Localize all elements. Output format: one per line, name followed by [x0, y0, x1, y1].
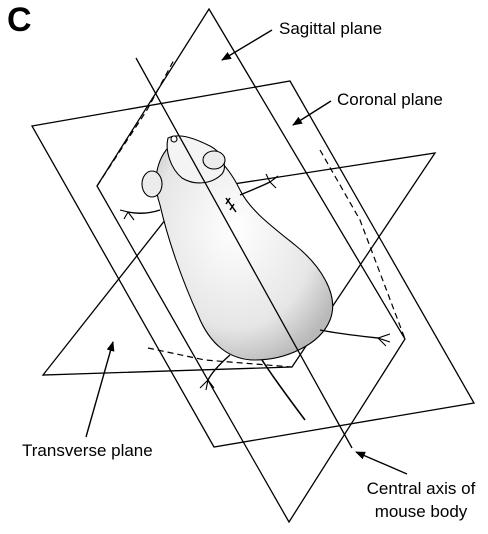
central-axis-line [135, 57, 353, 449]
transverse-plane-label: Transverse plane [22, 441, 153, 460]
coronal-arrow [292, 100, 332, 126]
sagittal-plane-label: Sagittal plane [279, 19, 383, 38]
sagittal-plane [96, 7, 406, 524]
central-axis-label-line1: Central axis of [366, 479, 476, 498]
transverse-arrow [85, 341, 115, 438]
central-axis-label: Central axis of mouse body [356, 477, 486, 523]
panel-letter: C [7, 1, 32, 39]
label-arrows [85, 29, 408, 475]
central-axis-arrow [355, 451, 408, 475]
sagittal-arrow [221, 29, 273, 61]
central-axis-label-line2: mouse body [374, 502, 468, 521]
coronal-plane [30, 80, 476, 448]
hidden-plane-edges [96, 57, 406, 368]
coronal-plane-label: Coronal plane [337, 90, 443, 109]
mouse-drawing [119, 135, 391, 421]
